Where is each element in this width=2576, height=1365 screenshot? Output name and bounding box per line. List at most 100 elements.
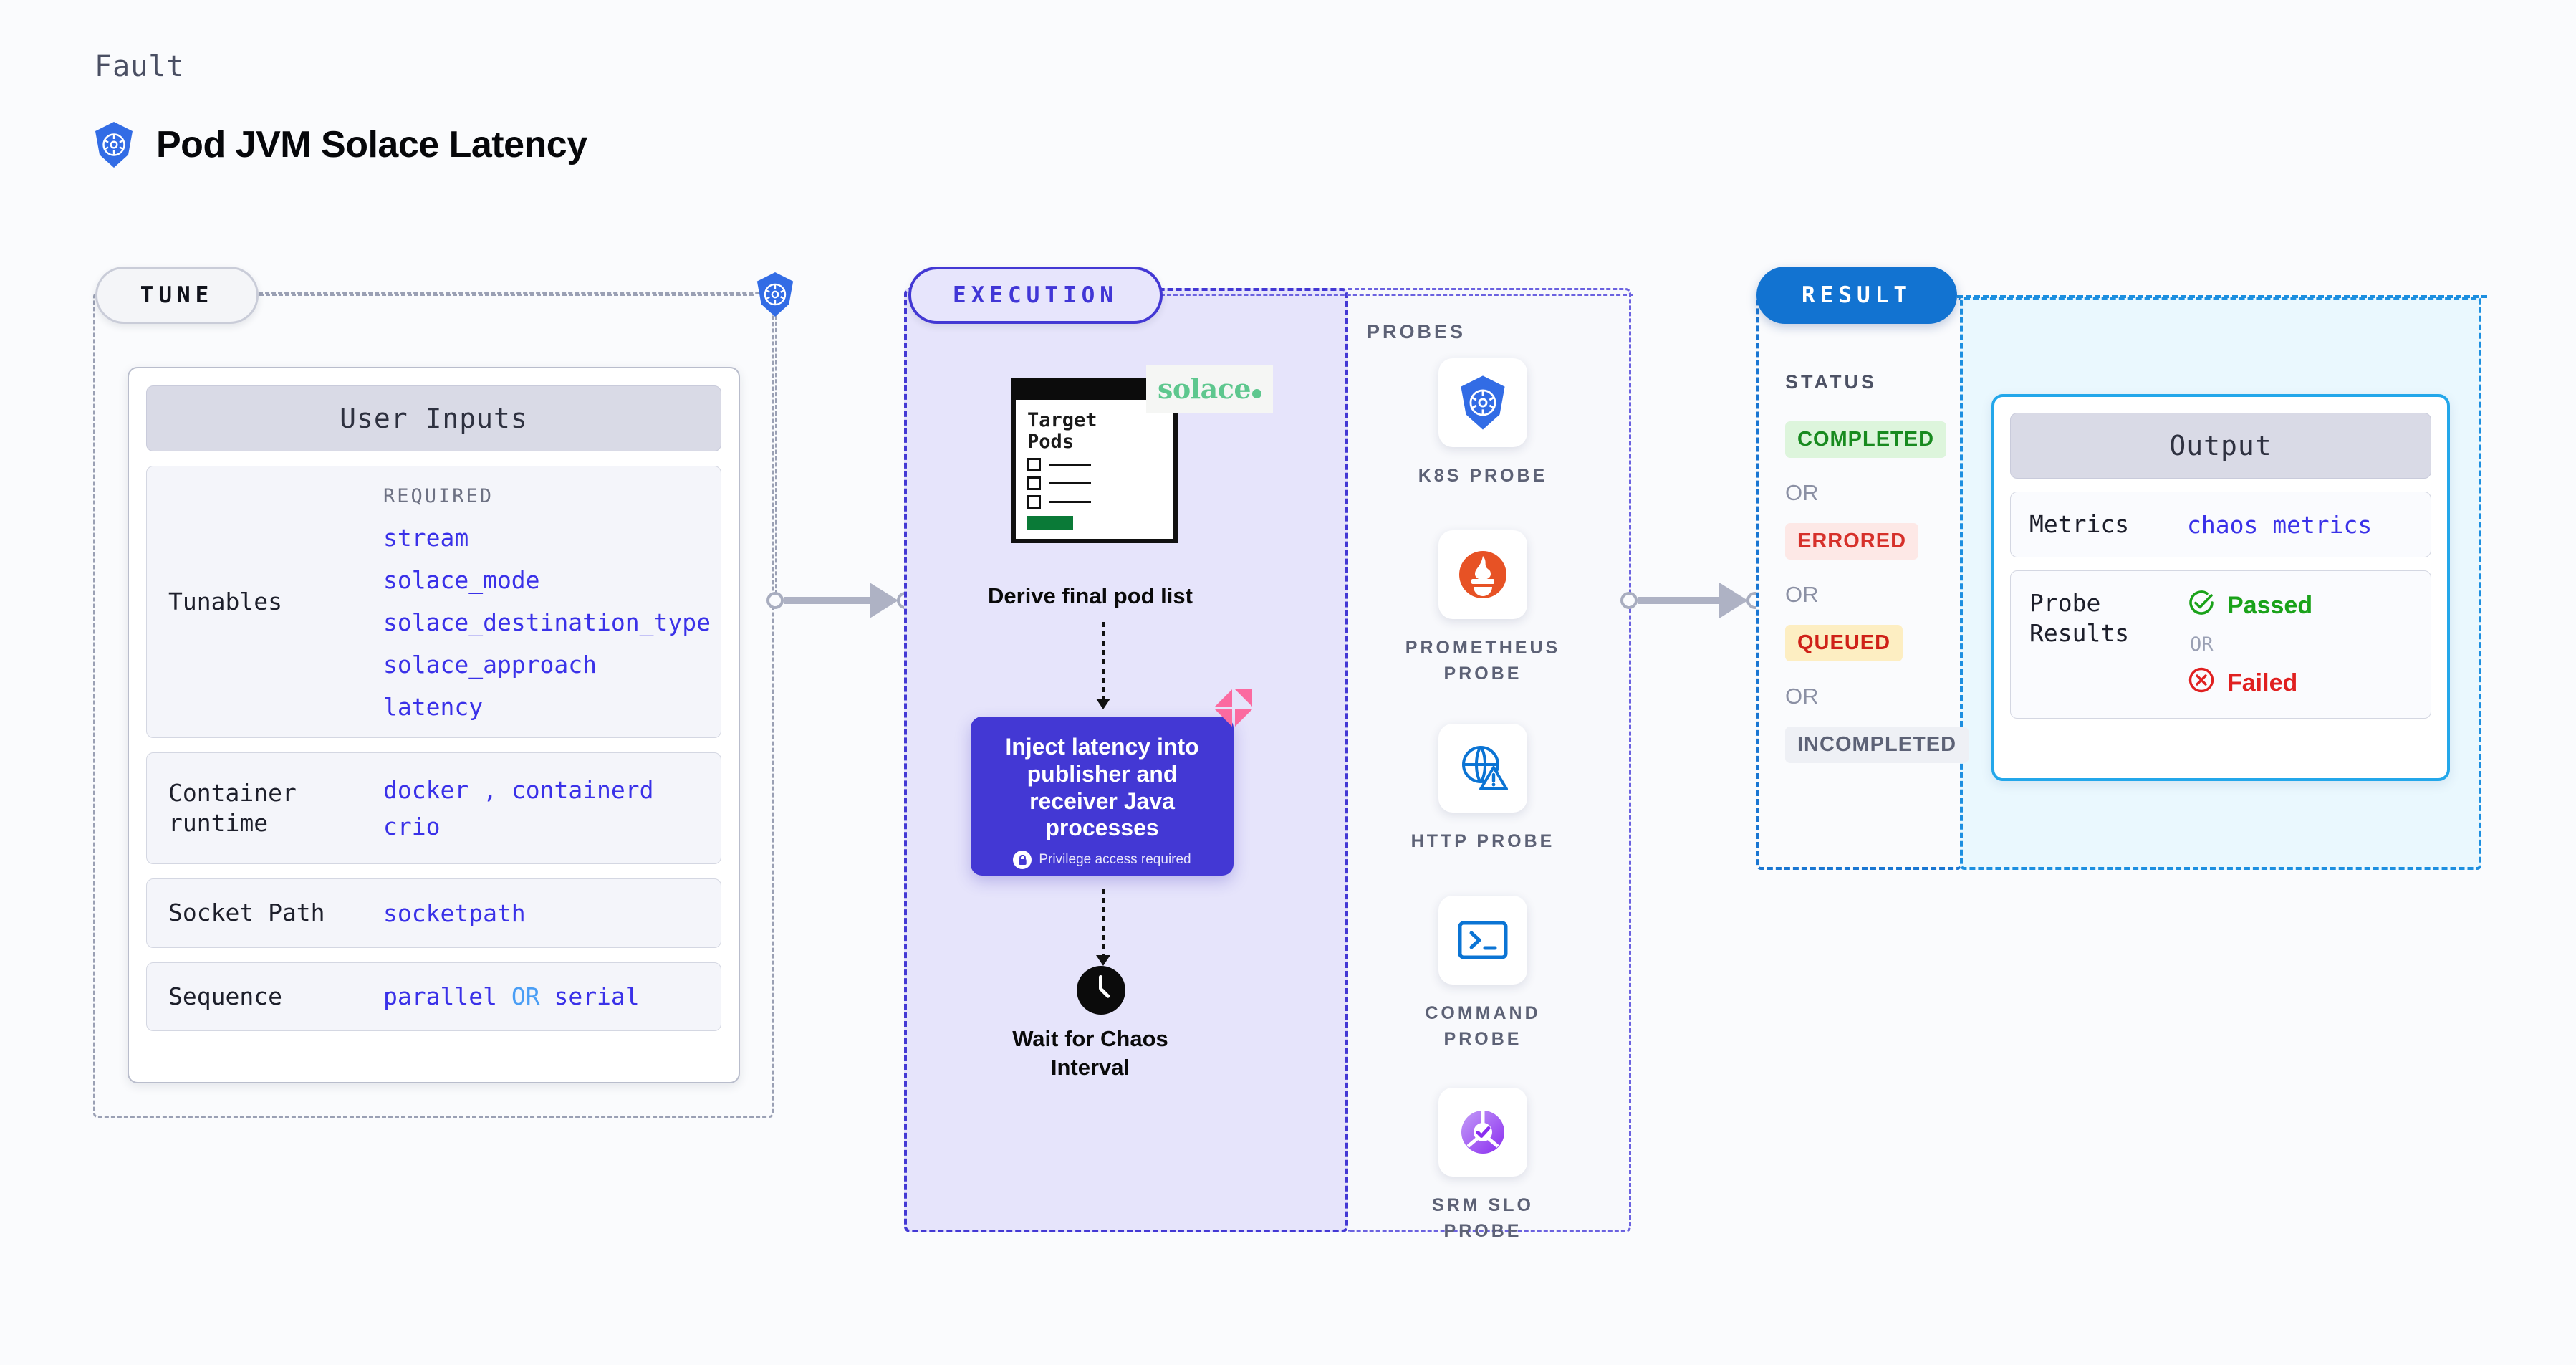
runtime-docker[interactable]: docker <box>383 776 469 804</box>
kubernetes-node-icon <box>754 271 797 322</box>
socket-path-value[interactable]: socketpath <box>383 899 526 927</box>
socket-path-label: Socket Path <box>168 899 325 927</box>
probe-prometheus[interactable]: PROMETHEUS PROBE <box>1390 530 1576 687</box>
socket-path-row: Socket Path socketpath <box>146 878 721 948</box>
status-badge-completed: COMPLETED <box>1785 421 1947 458</box>
status-or-3: OR <box>1785 684 1819 709</box>
runtime-containerd[interactable]: containerd <box>511 776 654 804</box>
status-title: STATUS <box>1785 371 1877 393</box>
tune-pill: TUNE <box>95 267 259 324</box>
probe-http[interactable]: HTTP PROBE <box>1390 724 1576 854</box>
probe-result-passed: Passed <box>2187 588 2312 623</box>
doc-body: Target Pods <box>1011 400 1178 543</box>
probe-srm-slo-label: SRM SLO PROBE <box>1432 1195 1534 1242</box>
user-inputs-title: User Inputs <box>146 385 721 451</box>
checkbox-icon <box>1027 495 1041 509</box>
probe-result-failed-label: Failed <box>2227 669 2298 697</box>
lock-icon <box>1013 851 1032 869</box>
tunable-solace-destination-type[interactable]: solace_destination_type <box>383 608 711 636</box>
output-card: Output Metrics chaos metrics Probe Resul… <box>1991 394 2450 781</box>
metrics-label: Metrics <box>2029 510 2130 538</box>
probe-k8s[interactable]: K8S PROBE <box>1390 358 1576 489</box>
tunables-row: Tunables REQUIRED stream solace_mode sol… <box>146 466 721 738</box>
execution-pill: EXECUTION <box>908 267 1163 324</box>
sequence-parallel[interactable]: parallel <box>383 982 497 1011</box>
doc-rule <box>1049 482 1091 485</box>
probe-command-label: COMMAND PROBE <box>1425 1003 1541 1050</box>
container-runtime-row: Container runtime docker , containerd cr… <box>146 752 721 865</box>
inject-latency-text: Inject latency into publisher and receiv… <box>1005 734 1199 841</box>
sequence-label: Sequence <box>168 982 282 1010</box>
connector-arrowhead <box>1719 583 1748 618</box>
tunable-solace-mode[interactable]: solace_mode <box>383 566 540 594</box>
kubernetes-icon <box>92 120 136 169</box>
doc-highlight-bar <box>1027 516 1073 531</box>
connector-bar <box>1638 597 1719 604</box>
probe-result-or: OR <box>2190 633 2214 656</box>
doc-rule <box>1049 501 1091 504</box>
status-badge-errored: ERRORED <box>1785 523 1919 560</box>
probe-srm-slo[interactable]: SRM SLO PROBE <box>1390 1088 1576 1245</box>
tunable-solace-approach[interactable]: solace_approach <box>383 651 597 679</box>
container-runtime-values: docker , containerd crio <box>383 772 699 845</box>
metrics-row: Metrics chaos metrics <box>2010 492 2431 558</box>
output-card-title: Output <box>2010 413 2431 479</box>
status-badge-queued: QUEUED <box>1785 625 1903 661</box>
connector-dot-left <box>1620 592 1638 609</box>
arrow-derive-to-inject <box>1096 622 1110 709</box>
arrow-line <box>1102 622 1105 701</box>
sequence-row: Sequence parallel OR serial <box>146 962 721 1031</box>
connector-tune-execution <box>766 583 914 618</box>
tunable-latency[interactable]: latency <box>383 693 484 721</box>
doc-rule <box>1049 464 1091 466</box>
solace-logo: solace <box>1146 365 1274 413</box>
clock-hour-hand <box>1099 975 1102 990</box>
status-or-2: OR <box>1785 582 1819 607</box>
probe-results-values: Passed OR Failed <box>2187 588 2312 701</box>
tunable-stream[interactable]: stream <box>383 524 469 552</box>
probe-results-label: Probe Results <box>2029 589 2130 648</box>
result-dashed-connector <box>1957 295 2487 298</box>
user-inputs-card: User Inputs Tunables REQUIRED stream sol… <box>128 367 740 1083</box>
metrics-value[interactable]: chaos metrics <box>2187 510 2373 539</box>
privilege-note-text: Privilege access required <box>1039 852 1191 867</box>
probe-result-passed-label: Passed <box>2227 592 2313 620</box>
x-circle-icon <box>2187 666 2216 701</box>
arrow-head <box>1096 699 1110 709</box>
arrow-line <box>1102 889 1105 957</box>
page-title: Pod JVM Solace Latency <box>92 120 587 169</box>
terminal-icon <box>1438 896 1527 985</box>
doc-checkbox-row <box>1027 476 1162 491</box>
checkbox-icon <box>1027 476 1041 491</box>
tune-section <box>93 292 774 1118</box>
sequence-separator: OR <box>511 982 540 1011</box>
connector-bar <box>784 597 870 604</box>
probe-command[interactable]: COMMAND PROBE <box>1390 896 1576 1053</box>
probes-title: PROBES <box>1367 321 1466 343</box>
derive-pod-list-caption: Derive final pod list <box>988 583 1193 608</box>
runtime-crio[interactable]: crio <box>383 813 441 841</box>
probe-results-row: Probe Results Passed OR <box>2010 570 2431 719</box>
status-badge-incompleted: INCOMPLETED <box>1785 727 1969 763</box>
globe-warning-icon <box>1438 724 1527 813</box>
arrow-head <box>1096 955 1110 966</box>
doc-title-line2: Pods <box>1027 431 1075 454</box>
tune-dashed-connector <box>259 294 754 296</box>
container-runtime-label: Container runtime <box>168 778 297 838</box>
connector-arrowhead <box>870 583 898 618</box>
probe-http-label: HTTP PROBE <box>1410 831 1555 851</box>
probe-k8s-label: K8S PROBE <box>1418 466 1548 486</box>
probe-prometheus-label: PROMETHEUS PROBE <box>1405 638 1561 684</box>
arrow-inject-to-wait <box>1096 889 1110 966</box>
inject-latency-card[interactable]: Inject latency into publisher and receiv… <box>971 717 1234 876</box>
check-circle-icon <box>2187 588 2216 623</box>
srm-slo-icon <box>1438 1088 1527 1177</box>
doc-checkbox-row <box>1027 495 1162 509</box>
solace-wordmark: solace <box>1158 373 1251 405</box>
checkbox-icon <box>1027 458 1041 472</box>
wait-chaos-interval-caption: Wait for Chaos Interval <box>1012 1026 1168 1081</box>
probe-result-failed: Failed <box>2187 666 2312 701</box>
status-or-1: OR <box>1785 480 1819 505</box>
sequence-serial[interactable]: serial <box>554 982 640 1011</box>
result-pill: RESULT <box>1756 267 1957 324</box>
